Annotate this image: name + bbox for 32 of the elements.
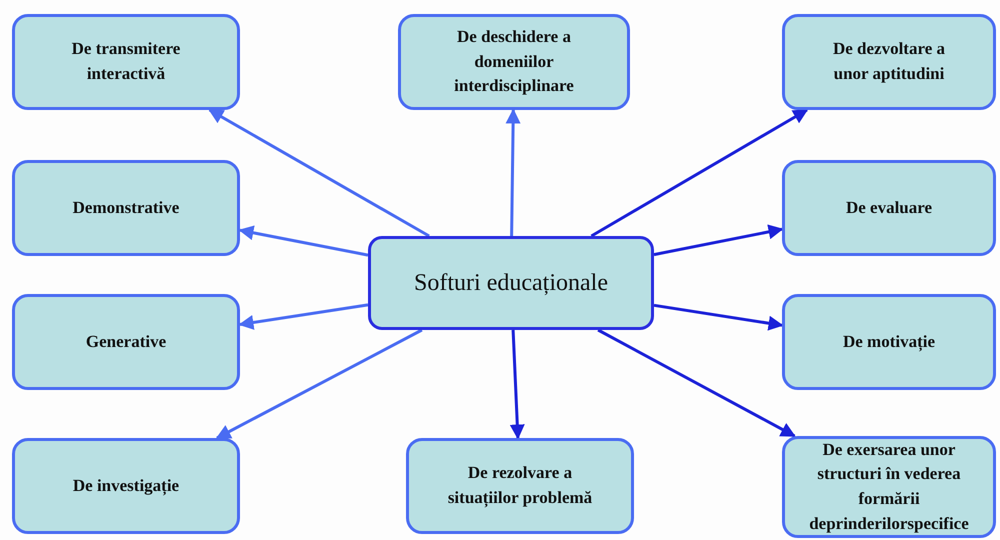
- central-concept-box: [368, 236, 654, 330]
- arrow: [590, 108, 808, 238]
- category-box: [782, 160, 996, 256]
- category-box: [406, 438, 634, 534]
- arrow: [654, 224, 784, 256]
- arrow: [238, 225, 368, 257]
- category-label: De motivație: [842, 330, 936, 354]
- category-box: [12, 160, 240, 256]
- arrow: [654, 304, 784, 331]
- category-box: [782, 294, 996, 390]
- category-label: De dezvoltare a unor aptitudini: [832, 38, 946, 85]
- category-label: De evaluare: [846, 196, 932, 219]
- arrow: [238, 303, 368, 330]
- category-label: Demonstrative: [72, 196, 180, 219]
- category-label: De transmitere interactivă: [70, 38, 182, 85]
- arrow: [506, 108, 521, 236]
- category-box: [12, 14, 240, 110]
- category-label: Generative: [86, 330, 166, 353]
- central-title: Softuri educaționale: [414, 268, 608, 298]
- arrow: [510, 330, 525, 440]
- arrow: [208, 108, 430, 238]
- category-box: [12, 294, 240, 390]
- category-box: [12, 438, 240, 534]
- category-box: [782, 14, 996, 110]
- arrow: [597, 328, 796, 438]
- category-label: De deschidere a domeniilor interdisciplinare: [453, 26, 575, 98]
- arrow: [216, 328, 423, 440]
- category-box: [398, 14, 630, 110]
- category-label: De rezolvare a situațiilor problemă: [446, 462, 594, 510]
- category-box: [782, 436, 996, 538]
- category-label: De investigație: [72, 474, 180, 498]
- category-label: De exersarea unor structuri în vederea formării deprinderilorspecifice: [808, 438, 970, 535]
